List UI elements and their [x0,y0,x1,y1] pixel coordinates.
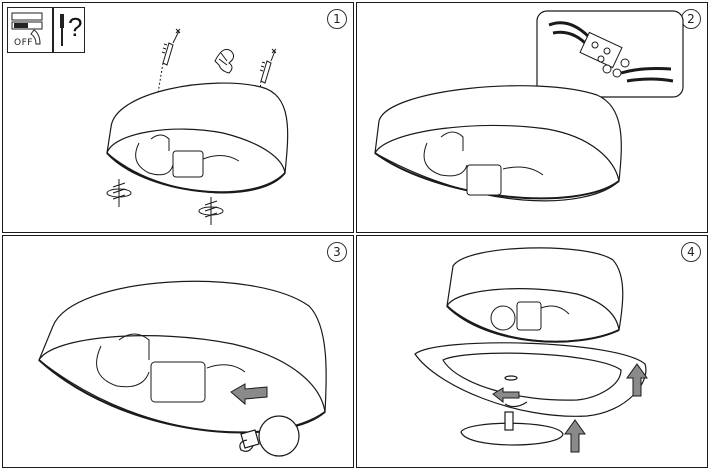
step-number-4: 4 [681,242,701,262]
screw-bottom-left-icon [106,179,132,207]
step-2-panel: 2 [356,2,708,233]
terminal-block-icon [548,21,674,83]
step-2-drawing [374,10,684,202]
off-label: OFF [14,38,33,48]
step-number-3: 3 [327,242,347,262]
lift-arrow-right-icon [626,363,648,397]
power-off-icon: OFF [7,7,53,53]
rotate-arrow-icon [492,387,528,408]
step-number-1: 1 [327,9,347,29]
wire-connector-icon [214,48,235,74]
lamp-shade [38,280,327,434]
light-bulb-icon [239,415,300,457]
screwdriver-icon [60,14,64,46]
breaker-switch-icon [11,12,43,45]
lamp-sockets [135,134,240,178]
screw-bottom-right-icon [198,197,224,225]
step-3-drawing [38,280,327,457]
question-mark: ? [68,12,83,42]
lift-arrow-bottom-icon [564,419,586,453]
wall-plug-icon [152,28,181,124]
lamp-shade [106,82,289,194]
tools-required-icon: ? [53,7,85,53]
step-4-drawing [414,247,648,453]
lamp-sockets [423,131,544,196]
center-cap [460,411,564,446]
insert-arrow-icon [230,383,268,406]
lamp-sockets [490,301,570,331]
step-1-drawing [106,28,289,225]
step-3-panel: 3 [2,235,354,468]
lamp-sockets [96,333,246,403]
step-4-panel: 4 [356,235,708,468]
lamp-shade [374,85,622,202]
step-1-panel: OFF ? 1 [2,2,354,233]
diffuser-plate [414,342,647,417]
